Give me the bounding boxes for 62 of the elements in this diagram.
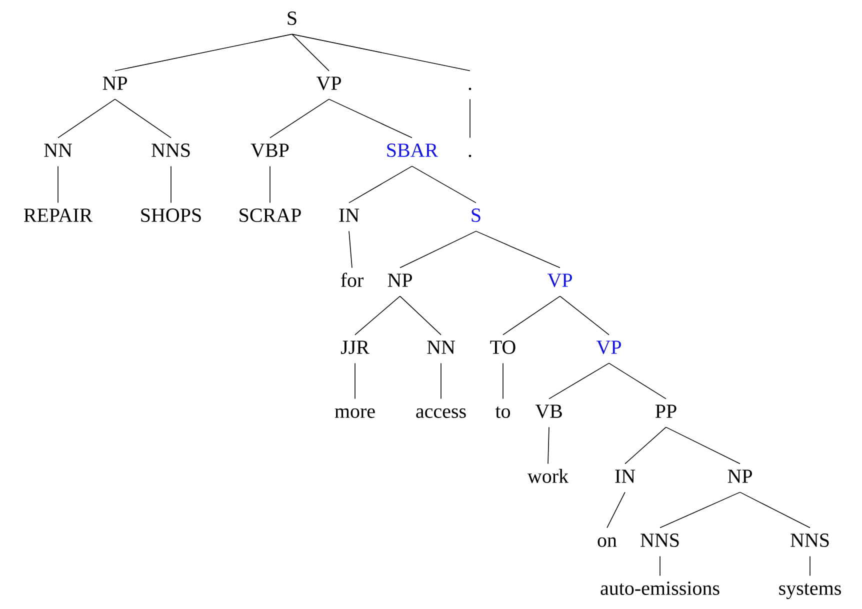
tree-branch <box>502 362 504 400</box>
tree-branch <box>740 492 810 528</box>
tree-node-label: JJR <box>340 340 370 354</box>
tree-branch <box>548 426 550 464</box>
tree-branch <box>348 230 352 268</box>
tree-branch <box>292 34 470 72</box>
tree-node-label: NNS <box>640 534 679 547</box>
tree-node-label: on <box>598 537 617 547</box>
tree-node-label: NN <box>427 340 455 354</box>
tree-node-label: auto-emissions <box>600 582 720 595</box>
tree-branch <box>58 98 116 138</box>
tree-branch <box>624 426 666 464</box>
tree-branch <box>114 98 172 138</box>
tree-node-label: to <box>495 406 510 418</box>
tree-branch <box>354 296 400 336</box>
tree-node-label: TO <box>490 340 516 354</box>
tree-branch <box>292 34 330 72</box>
tree-node-label: PP <box>655 404 676 418</box>
tree-branch <box>412 166 476 204</box>
tree-branch <box>354 362 356 400</box>
tree-branch <box>548 362 610 400</box>
tree-branch <box>476 230 560 268</box>
tree-branch <box>660 492 740 528</box>
tree-node-label: NNS <box>790 534 829 547</box>
tree-branch <box>170 166 172 204</box>
tree-node-label: S <box>288 12 296 25</box>
tree-branch <box>114 34 292 72</box>
tree-branch <box>440 362 442 400</box>
tree-node-label: VB <box>535 404 562 418</box>
tree-node-label: SCRAP <box>240 208 301 222</box>
tree-branch <box>400 230 476 268</box>
tree-branch <box>328 98 412 138</box>
tree-node-label: access <box>416 408 466 418</box>
tree-node-label: systems <box>779 584 841 600</box>
tree-node-label: VP <box>596 340 621 354</box>
tree-node-label: SHOPS <box>141 208 201 222</box>
tree-branch <box>606 492 626 528</box>
tree-node-label: REPAIR <box>24 208 93 222</box>
tree-node-label: work <box>527 468 569 483</box>
tree-node-label: NP <box>102 76 127 90</box>
tree-node-label: VP <box>547 274 572 288</box>
tree-node-label: more <box>334 408 375 418</box>
tree-node-label: . <box>468 88 472 90</box>
tree-node-label: NP <box>728 470 752 483</box>
tree-branch <box>560 296 610 336</box>
tree-node-label: VBP <box>250 144 289 158</box>
tree-branch <box>270 98 330 138</box>
tree-node-label: for <box>340 272 364 287</box>
tree-node-label: IN <box>339 208 360 222</box>
tree-node-label: . <box>468 154 472 158</box>
tree-node-label: NN <box>44 144 72 157</box>
tree-branch <box>348 166 412 204</box>
tree-node-label: NP <box>388 274 412 287</box>
tree-node-label: VP <box>316 76 341 90</box>
tree-branch <box>666 426 740 464</box>
tree-branch <box>608 362 666 400</box>
tree-node-label: NNS <box>152 144 190 157</box>
tree-branch <box>502 296 560 336</box>
tree-node-label: SBAR <box>387 144 438 157</box>
tree-node-label: S <box>472 208 480 222</box>
tree-branch <box>400 296 442 336</box>
tree-node-label: IN <box>615 470 636 483</box>
